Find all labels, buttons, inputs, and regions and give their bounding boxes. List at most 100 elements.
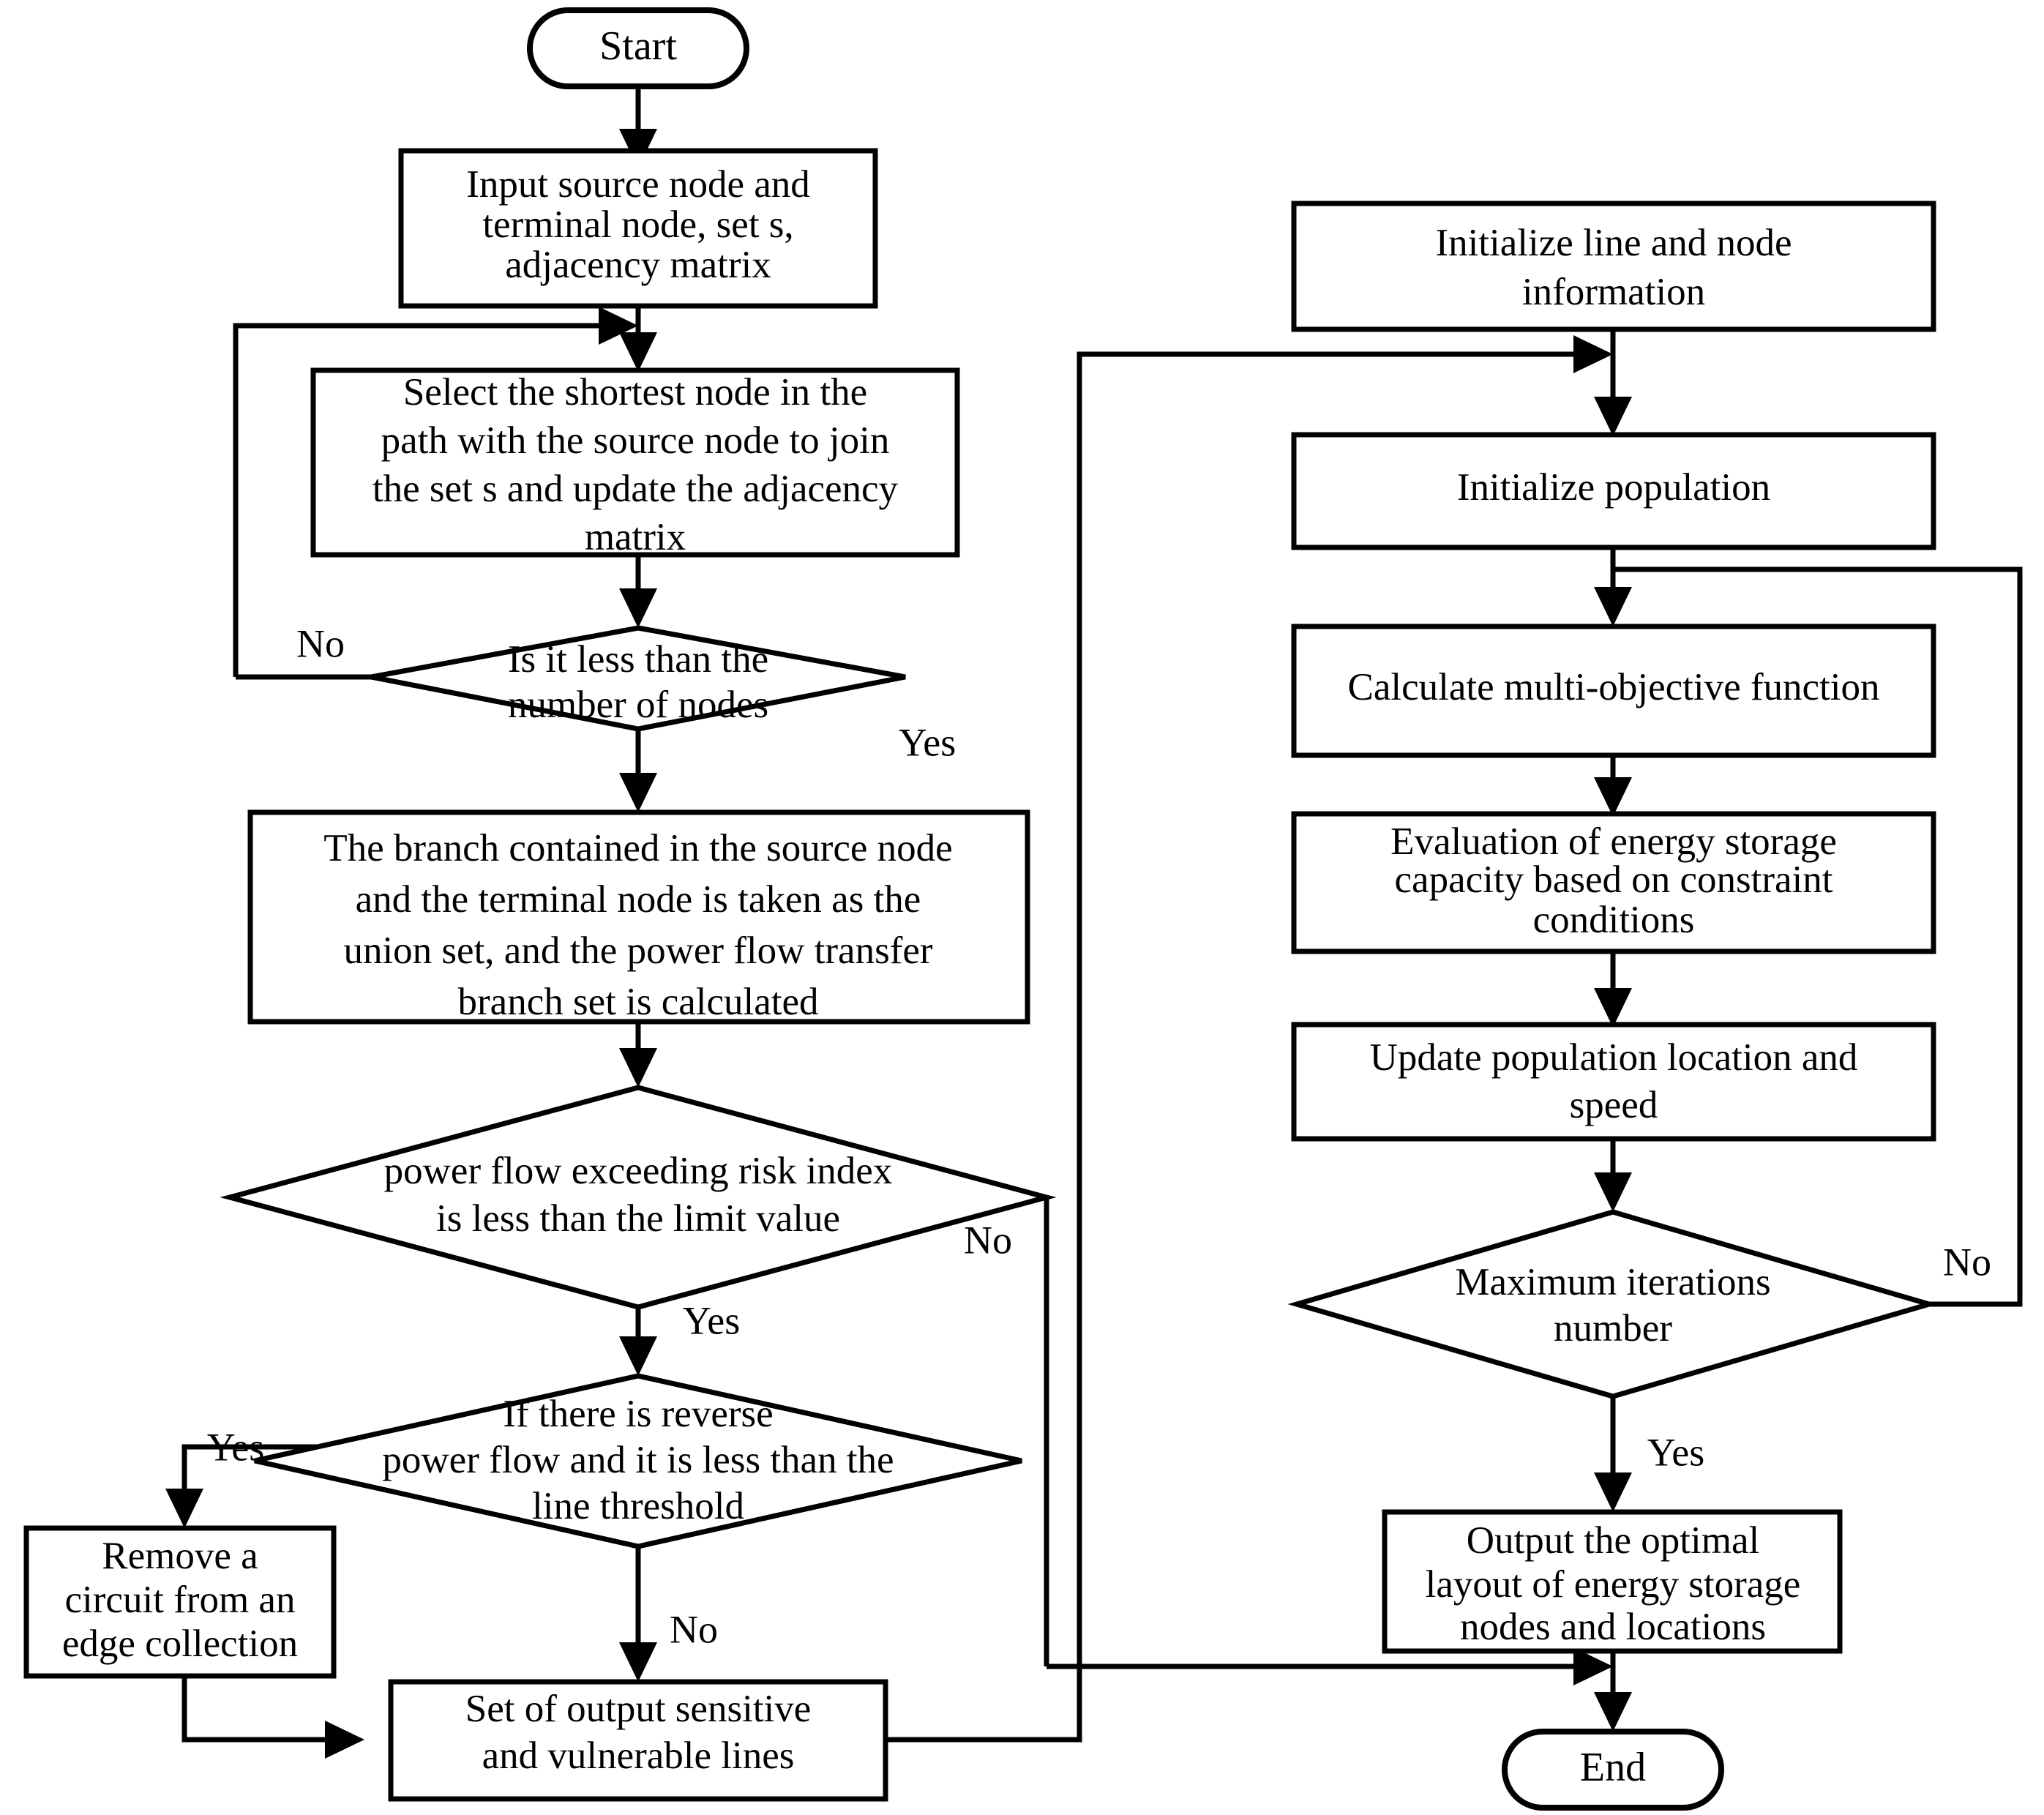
eval-capacity-line-3: conditions [1533,899,1695,941]
init-line-node-line-1: Initialize line and node [1435,222,1792,264]
branch-union-shape [247,809,1030,1025]
select-shortest-line-4: matrix [585,516,686,558]
node-update-population[interactable]: Update population location and speed [1291,1022,1936,1142]
node-remove-circuit[interactable]: Remove a circuit from an edge collection [23,1525,337,1679]
remove-circuit-shape [23,1525,337,1679]
output-sensitive-lines-line-1: Set of output sensitive [465,1688,812,1730]
node-decision-risk-index[interactable]: power flow exceeding risk index is less … [220,1085,1057,1310]
update-population-line-1: Update population location and [1370,1036,1858,1079]
edge-label-maxiter-yes: Yes [1647,1430,1705,1474]
branch-union-line-4: branch set is calculated [458,981,819,1023]
arrowhead-select-to-decision1 [619,588,657,628]
branch-union-line-1: The branch contained in the source node [323,827,952,869]
edge-label-reverse-yes: Yes [207,1425,265,1469]
eval-capacity-line-2: capacity based on constraint [1395,858,1833,901]
connector-no-loop-to-select [233,323,613,677]
decision-less-than-nodes-line-1: Is it less than the [508,638,768,681]
select-shortest-shape [310,367,960,558]
connector-remove-down [181,1676,187,1743]
node-calc-multiobjective[interactable]: Calculate multi-objective function [1291,624,1936,758]
select-shortest-line-2: path with the source node to join [381,419,890,462]
decision-risk-index-line-1: power flow exceeding risk index [384,1150,893,1192]
output-sensitive-lines-line-2: and vulnerable lines [482,1734,795,1777]
node-decision-max-iterations[interactable]: Maximum iterations number [1287,1209,1939,1399]
arrowhead-update-to-maxiter [1594,1172,1632,1212]
edge-label-decision1-no: No [296,621,345,665]
decision-max-iterations-shape [1287,1209,1939,1399]
node-decision-less-than-nodes[interactable]: Is it less than the number of nodes [370,625,906,732]
decision-risk-index-shape [220,1085,1057,1310]
arrowhead-maxiter-to-outputlayout [1594,1472,1632,1512]
output-layout-shape [1382,1509,1843,1654]
select-shortest-line-3: the set s and update the adjacency [373,468,899,510]
output-layout-line-1: Output the optimal [1467,1519,1759,1562]
input-source-line-2: terminal node, set s, [482,203,793,246]
eval-capacity-shape [1291,811,1936,954]
arrowhead-outputlayout-to-end [1594,1692,1632,1732]
connector-layer [165,86,2023,1759]
update-population-line-2: speed [1570,1084,1658,1126]
arrowhead-init-to-population [1594,397,1632,436]
edge-label-risk-yes: Yes [683,1298,741,1342]
init-population-label: Initialize population [1457,466,1770,509]
init-line-node-shape [1291,201,1936,332]
output-layout-line-2: layout of energy storage [1426,1563,1801,1606]
select-shortest-line-1: Select the shortest node in the [403,371,867,413]
input-source-line-1: Input source node and [466,163,810,206]
edge-label-maxiter-no: No [1943,1240,1991,1284]
arrowhead-risk-to-reverse [619,1336,657,1376]
arrowhead-calc-to-eval [1594,777,1632,817]
arrowhead-outputlines-to-init [1573,335,1613,373]
node-init-population[interactable]: Initialize population [1291,432,1936,550]
node-start[interactable]: Start [527,7,749,89]
edge-label-reverse-no: No [670,1607,718,1651]
node-select-shortest[interactable]: Select the shortest node in the path wit… [310,367,960,558]
arrowhead-riskno-into-end [1573,1647,1613,1685]
decision-reverse-flow-line-3: line threshold [532,1485,744,1527]
decision-reverse-flow-line-2: power flow and it is less than the [382,1439,894,1481]
decision-max-iterations-line-2: number [1554,1307,1672,1350]
node-end[interactable]: End [1502,1729,1724,1811]
arrowhead-remove-to-output [325,1721,364,1759]
output-sensitive-lines-shape [388,1679,888,1802]
remove-circuit-line-3: edge collection [62,1623,298,1665]
arrowhead-reverse-to-output [619,1642,657,1682]
end-label: End [1580,1745,1646,1790]
node-output-layout[interactable]: Output the optimal layout of energy stor… [1382,1509,1843,1654]
calc-multiobjective-shape [1291,624,1936,758]
update-population-shape [1291,1022,1936,1142]
end-shape [1502,1729,1724,1811]
decision-reverse-flow-line-1: If there is reverse [503,1393,773,1435]
arrowhead-no-loop-to-select [599,307,638,345]
start-label: Start [599,23,677,69]
decision-reverse-flow-shape [254,1373,1022,1549]
input-source-shape [398,148,878,309]
node-output-sensitive-lines[interactable]: Set of output sensitive and vulnerable l… [388,1679,888,1802]
output-layout-line-3: nodes and locations [1460,1606,1766,1648]
arrowhead-population-to-calc [1594,587,1632,626]
edge-label-decision1-yes: Yes [899,720,957,764]
decision-max-iterations-line-1: Maximum iterations [1455,1261,1770,1303]
node-input-source[interactable]: Input source node and terminal node, set… [398,148,878,309]
arrowhead-input-to-select [619,332,657,372]
decision-less-than-nodes-shape [370,625,906,732]
node-eval-capacity[interactable]: Evaluation of energy storage capacity ba… [1291,811,1936,954]
branch-union-line-2: and the terminal node is taken as the [356,878,921,921]
node-init-line-node[interactable]: Initialize line and node information [1291,201,1936,332]
decision-risk-index-line-2: is less than the limit value [436,1197,840,1240]
init-line-node-line-2: information [1522,271,1705,313]
remove-circuit-line-2: circuit from an [65,1579,296,1621]
arrowhead-reverse-to-remove [165,1489,203,1528]
node-branch-union[interactable]: The branch contained in the source node … [247,809,1030,1025]
arrowhead-decision1-to-branch [619,773,657,812]
edge-label-layer: No Yes No Yes Yes No No Yes [207,621,1991,1651]
decision-less-than-nodes-line-2: number of nodes [508,684,768,726]
eval-capacity-line-1: Evaluation of energy storage [1390,820,1837,863]
arrowhead-eval-to-update [1594,988,1632,1028]
calc-multiobjective-label: Calculate multi-objective function [1347,666,1879,708]
remove-circuit-line-1: Remove a [102,1535,258,1577]
connector-outputlines-to-init [886,351,1587,1743]
node-decision-reverse-flow[interactable]: If there is reverse power flow and it is… [254,1373,1022,1549]
